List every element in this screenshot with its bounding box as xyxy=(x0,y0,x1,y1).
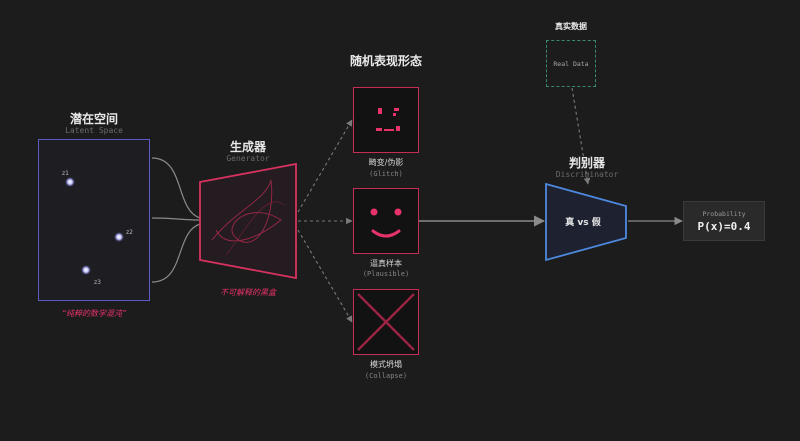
collapse-cross-icon xyxy=(357,293,415,351)
probability-box: Probability P(x)=0.4 xyxy=(683,201,765,241)
glitch-face-icon xyxy=(376,108,400,131)
generator-caption: 不可解释的黑盒 xyxy=(220,288,276,297)
output-glitch-sublabel: (Glitch) xyxy=(369,170,403,178)
latent-point-z1-label: z1 xyxy=(62,170,69,177)
discriminator-verdict: 真 vs 假 xyxy=(565,218,601,228)
output-glitch-box xyxy=(353,87,419,153)
real-to-discriminator-arrow xyxy=(571,87,591,185)
discriminator-subtitle: Discriminator xyxy=(555,170,619,179)
latent-to-generator-link xyxy=(151,223,201,283)
output-glitch-label: 畸变/伪影 xyxy=(368,158,404,167)
smiley-face-icon xyxy=(370,208,402,238)
latent-point-z3 xyxy=(81,265,91,275)
generator-chaos-curve xyxy=(211,179,282,243)
output-plausible-sublabel: (Plausible) xyxy=(362,270,410,278)
real-data-box: Real Data xyxy=(546,40,596,87)
latent-point-z2-label: z2 xyxy=(126,229,133,236)
latent-point-z1 xyxy=(65,177,75,187)
latent-to-generator-link xyxy=(151,217,201,221)
discriminator-title: 判别器 xyxy=(568,156,606,170)
latent-points: z1 z2 z3 xyxy=(62,170,133,286)
latent-space-caption: “纯粹的数学混沌” xyxy=(61,309,127,318)
output-plausible-box xyxy=(353,188,419,254)
generator-subtitle: Generator xyxy=(226,154,270,163)
generator-title: 生成器 xyxy=(229,140,267,154)
random-forms-title: 随机表现形态 xyxy=(349,54,423,68)
real-data-title: 真实数据 xyxy=(555,22,587,31)
real-data-label: Real Data xyxy=(553,59,589,68)
latent-space-box: z1 z2 z3 xyxy=(38,139,150,301)
output-collapse-sublabel: (Collapse) xyxy=(364,372,408,380)
latent-point-z3-label: z3 xyxy=(94,279,101,286)
output-collapse-box xyxy=(353,289,419,355)
output-plausible-label: 逼真样本 xyxy=(370,259,402,268)
discriminator-block xyxy=(545,182,627,262)
output-collapse-label: 模式坍塌 xyxy=(370,360,402,369)
generator-to-collapse-arrow xyxy=(297,229,353,323)
latent-space-title: 潜在空间 xyxy=(69,112,119,126)
generator-to-glitch-arrow xyxy=(297,119,353,213)
generator-block xyxy=(199,162,297,280)
probability-label: Probability xyxy=(702,210,746,218)
probability-value: P(x)=0.4 xyxy=(697,220,751,233)
latent-space-subtitle: Latent Space xyxy=(65,126,123,135)
latent-to-generator-link xyxy=(151,157,201,219)
generator-chaos-curve xyxy=(225,201,285,256)
latent-point-z2 xyxy=(114,232,124,242)
